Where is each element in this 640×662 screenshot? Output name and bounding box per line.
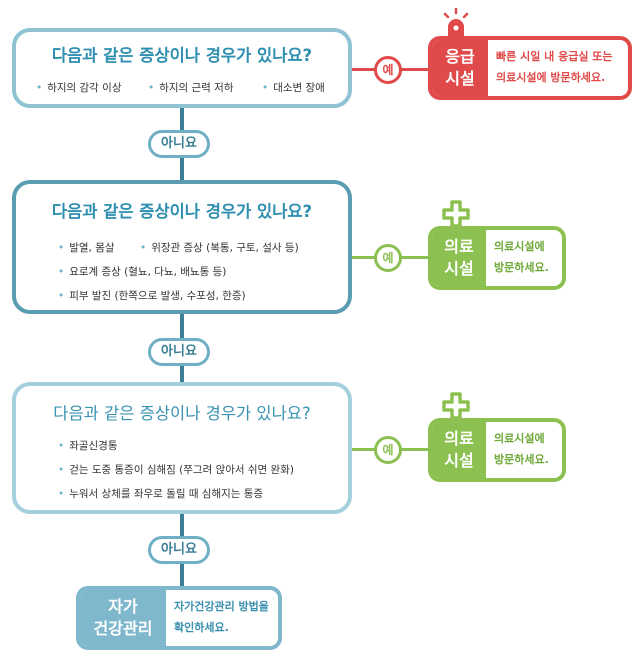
symptom-item: 피부 발진 (한쪽으로 발생, 수포성, 한증): [58, 288, 245, 303]
symptom-item: 걷는 도중 통증이 심해짐 (쭈그려 앉아서 쉬면 완화): [58, 462, 294, 477]
symptom-item: 요로계 증상 (혈뇨, 다뇨, 배뇨통 등): [58, 264, 226, 279]
no-pill: 아니요: [148, 338, 210, 366]
symptom-item: 대소변 장애: [262, 80, 325, 95]
symptom-item: 누워서 상체를 좌우로 돌릴 때 심해지는 통증: [58, 486, 263, 501]
symptom-item: 위장관 증상 (복통, 구토, 설사 등): [140, 240, 298, 255]
question-box-2: 다음과 같은 증상이나 경우가 있나요? 발열, 몸살 위장관 증상 (복통, …: [12, 180, 352, 314]
yes-badge: 예: [374, 244, 402, 272]
symptom-item: 발열, 몸살: [58, 240, 114, 255]
symptom-item: 하지의 감각 이상: [36, 80, 121, 95]
no-pill: 아니요: [148, 536, 210, 564]
question-box-1: 다음과 같은 증상이나 경우가 있나요? 하지의 감각 이상 하지의 근력 저하…: [12, 28, 352, 108]
yes-badge: 예: [374, 436, 402, 464]
no-pill: 아니요: [148, 130, 210, 158]
question-title: 다음과 같은 증상이나 경우가 있나요?: [51, 46, 313, 65]
yes-badge: 예: [374, 56, 402, 84]
question-title: 다음과 같은 증상이나 경우가 있나요?: [51, 202, 313, 221]
siren-icon: [443, 8, 469, 36]
question-title: 다음과 같은 증상이나 경우가 있나요?: [53, 404, 311, 423]
medical-cross-icon: [442, 200, 470, 228]
symptom-item: 좌골신경통: [58, 438, 117, 453]
symptom-item: 하지의 근력 저하: [148, 80, 233, 95]
medical-cross-icon: [442, 392, 470, 420]
question-box-3: 다음과 같은 증상이나 경우가 있나요? 좌골신경통 걷는 도중 통증이 심해짐…: [12, 382, 352, 514]
